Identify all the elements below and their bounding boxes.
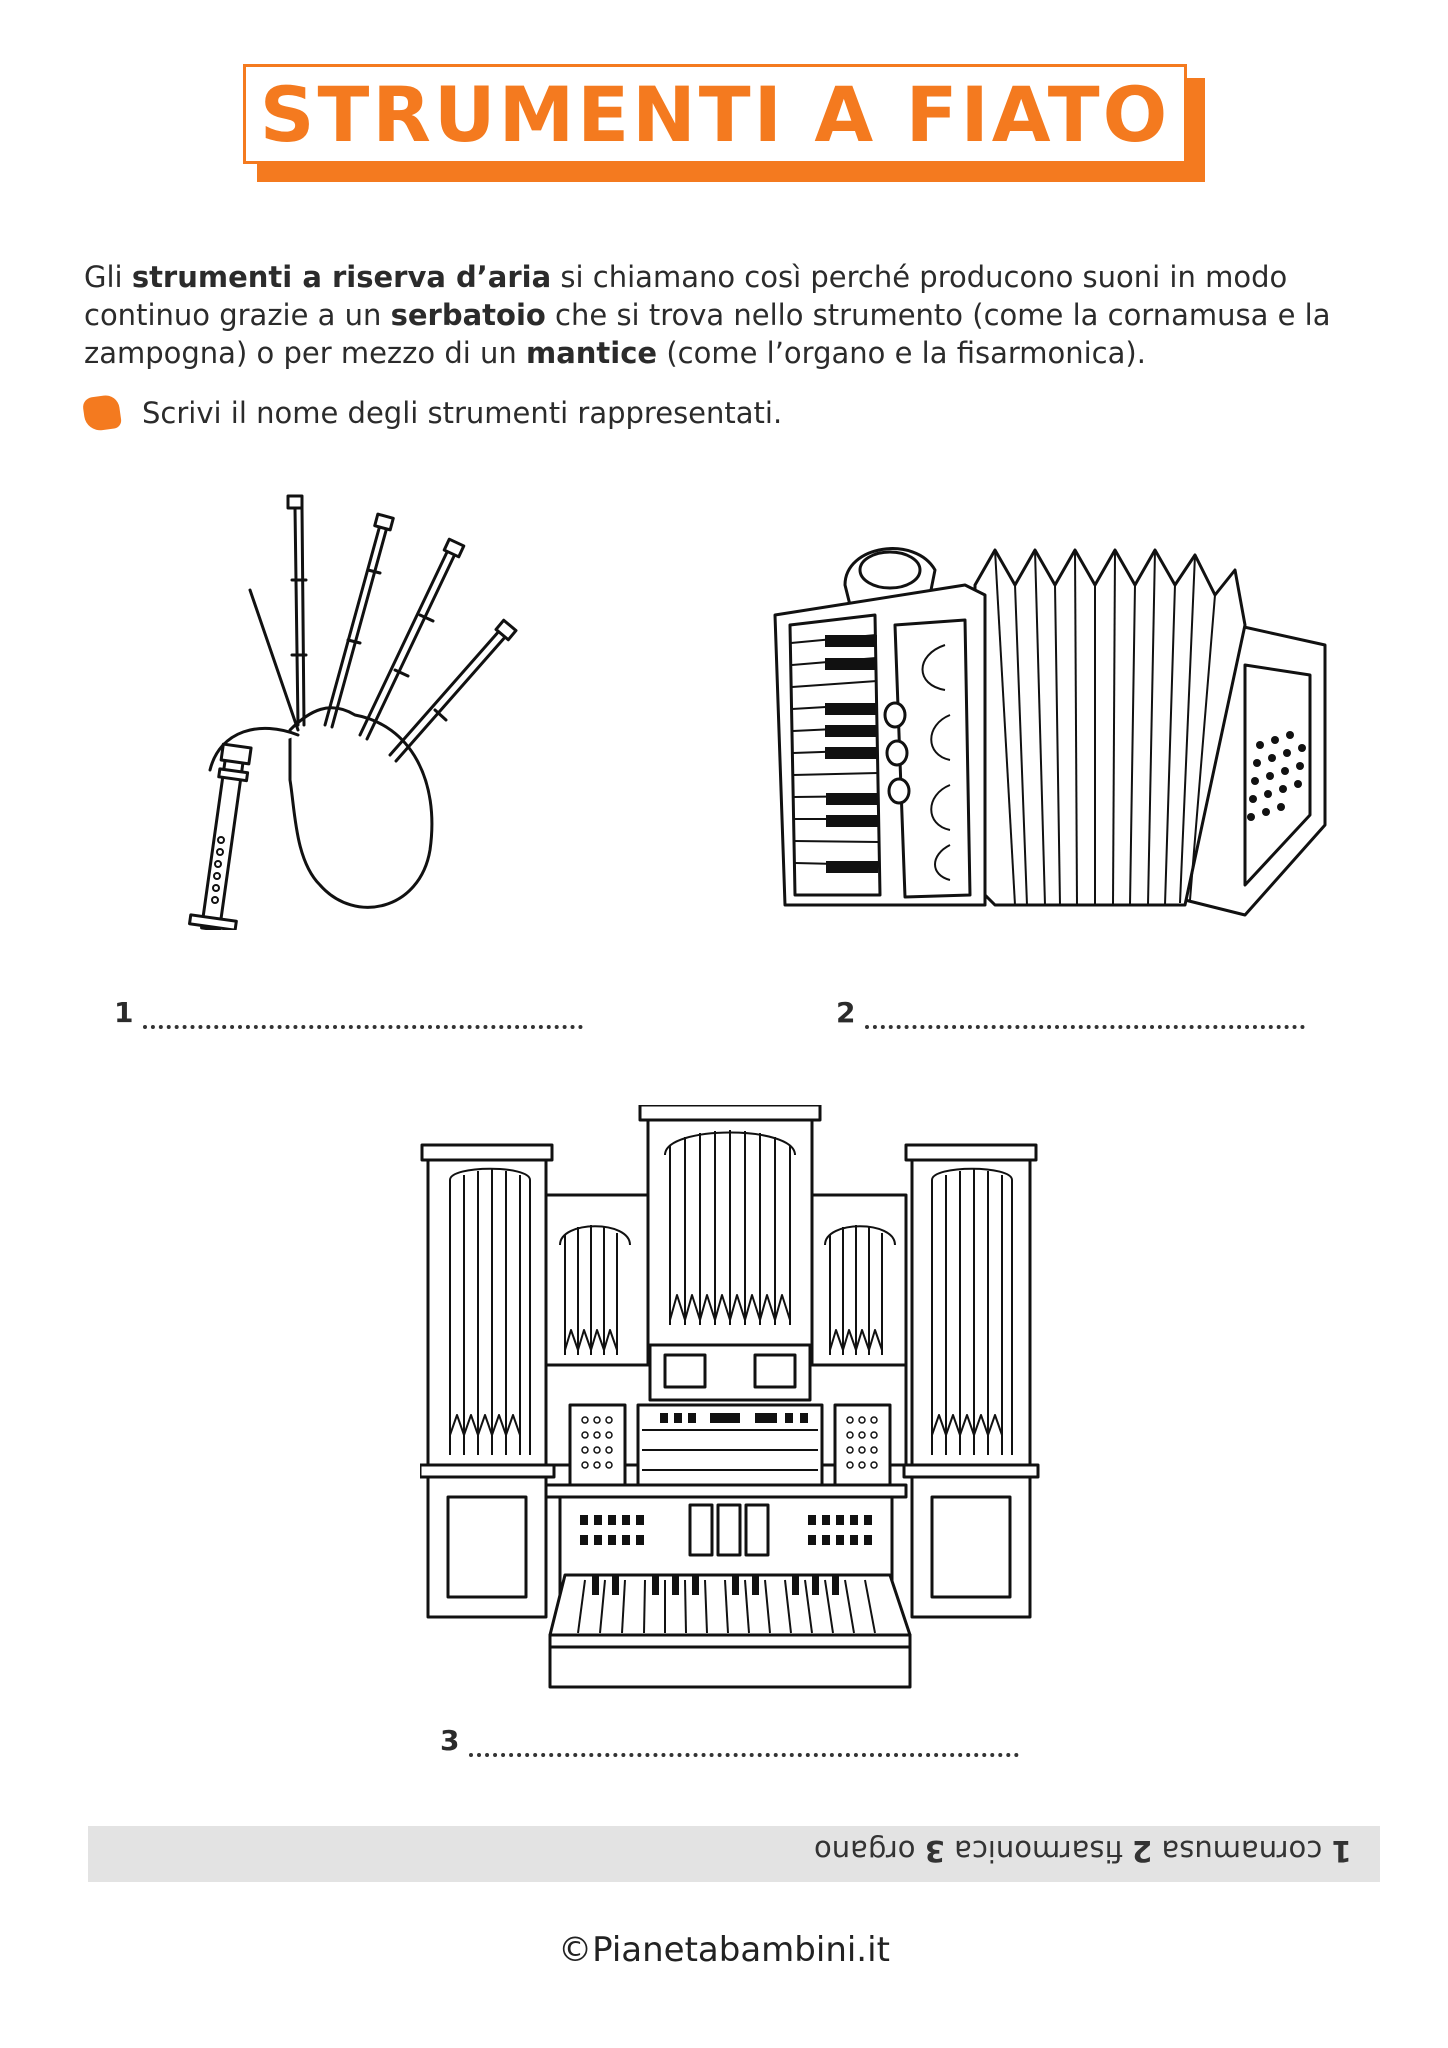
answer-number-3: 3	[440, 1724, 460, 1757]
accordion-illustration	[773, 547, 1327, 917]
solution-bar: 1 cornamusa 2 fisarmonica 3 organo	[88, 1826, 1380, 1882]
answer-dots-3[interactable]	[469, 1729, 1020, 1757]
intro-text-1: Gli	[84, 260, 132, 294]
answer-number-2: 2	[836, 996, 856, 1029]
intro-bold-1: strumenti a riserva d’aria	[131, 260, 552, 294]
intro-bold-3: mantice	[526, 336, 658, 370]
orange-bullet-icon	[81, 393, 123, 433]
intro-bold-2: serbatoio	[390, 298, 546, 332]
bagpipe-illustration	[188, 494, 518, 930]
solution-answer-1: cornamusa	[1161, 1834, 1323, 1868]
answer-line-3[interactable]: 3	[440, 1724, 1020, 1757]
intro-text-2: si chiamano così perché producono suoni …	[84, 260, 1288, 332]
answer-line-2[interactable]: 2	[836, 996, 1306, 1029]
solution-text: 1 cornamusa 2 fisarmonica 3 organo	[814, 1834, 1352, 1868]
answer-dots-1[interactable]	[143, 1001, 584, 1029]
instruction: Scrivi il nome degli strumenti rappresen…	[81, 393, 783, 433]
answer-number-1: 1	[114, 996, 134, 1029]
solution-number-1: 1	[1331, 1834, 1352, 1868]
organ-illustration	[420, 1105, 1040, 1689]
page-title: STRUMENTI A FIATO	[259, 69, 1171, 159]
answer-dots-2[interactable]	[865, 1001, 1306, 1029]
intro-text-3: che si trova nello strumento (come la co…	[84, 298, 1331, 370]
solution-answer-3: organo	[814, 1834, 916, 1868]
solution-number-2: 2	[1132, 1834, 1153, 1868]
title-box: STRUMENTI A FIATO	[243, 64, 1187, 164]
footer-credit: ©Pianetabambini.it	[558, 1930, 890, 1970]
intro-paragraph: Gli strumenti a riserva d’aria si chiama…	[84, 258, 1374, 372]
title-banner: STRUMENTI A FIATO	[243, 64, 1205, 182]
solution-number-3: 3	[925, 1834, 946, 1868]
solution-answer-2: fisarmonica	[954, 1834, 1124, 1868]
instruction-text: Scrivi il nome degli strumenti rappresen…	[142, 396, 783, 430]
answer-line-1[interactable]: 1	[114, 996, 584, 1029]
intro-text-4: (come l’organo e la fisarmonica).	[657, 336, 1146, 370]
